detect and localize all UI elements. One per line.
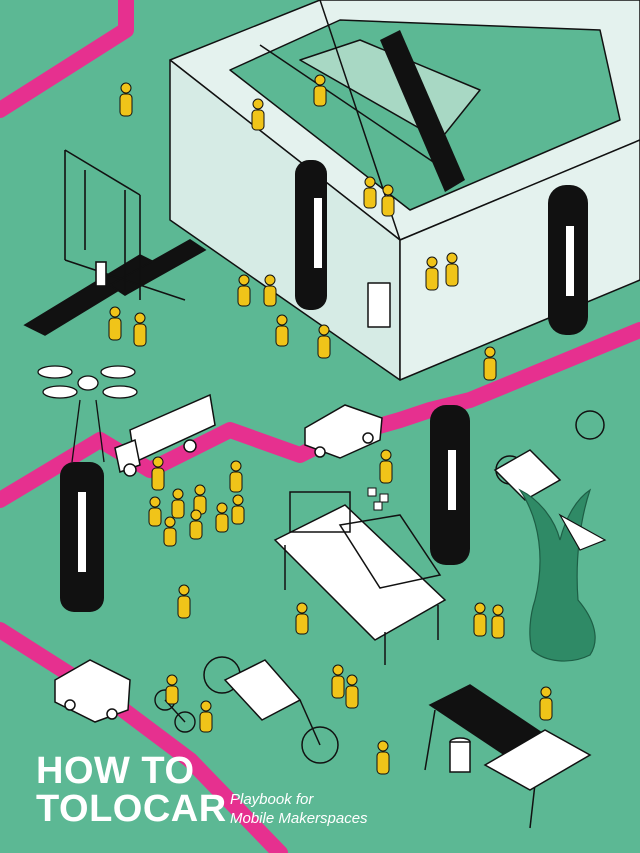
subtitle-line-1: Playbook for bbox=[230, 791, 314, 808]
title-line-2: TOLOCAR bbox=[36, 788, 227, 830]
people-figures-icon bbox=[108, 74, 553, 775]
cover-subtitle: Playbook for Mobile Makerspaces bbox=[230, 790, 368, 828]
boxes-icon bbox=[367, 487, 389, 511]
road-bottom bbox=[0, 622, 288, 853]
truck-icon bbox=[114, 393, 216, 477]
drone-icon bbox=[37, 365, 138, 463]
tree-sculpture-icon bbox=[518, 488, 607, 662]
cnc-machine-icon bbox=[23, 149, 207, 336]
tolocar-logo bbox=[60, 30, 588, 612]
delivery-van-icon bbox=[54, 659, 131, 723]
van-icon bbox=[304, 404, 383, 459]
subtitle-line-2: Mobile Makerspaces bbox=[230, 810, 368, 827]
workbench-icon bbox=[273, 491, 447, 665]
cargo-bike-icon bbox=[203, 410, 605, 764]
table-icon bbox=[424, 684, 592, 829]
cover-title: HOW TO TOLOCAR bbox=[36, 752, 227, 828]
logo-glyph-o-1 bbox=[295, 160, 327, 310]
road-top-left bbox=[0, 0, 134, 118]
title-line-1: HOW TO bbox=[36, 750, 195, 792]
logo-glyph-t bbox=[380, 30, 465, 192]
